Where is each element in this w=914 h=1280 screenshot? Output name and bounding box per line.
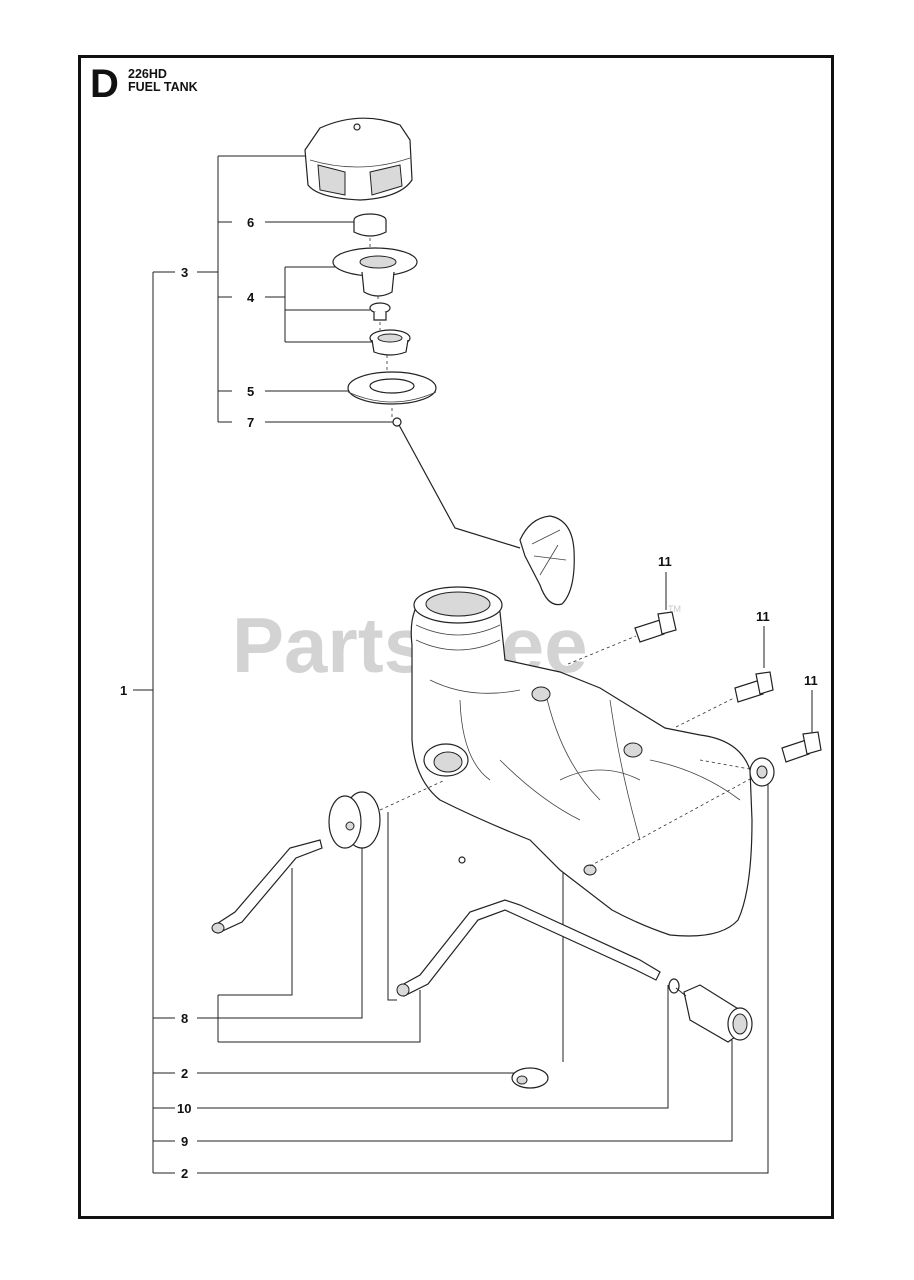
vent-valve-assembly [332, 247, 418, 356]
callout-10: 10 [177, 1101, 191, 1116]
watermark-trademark: TM [668, 604, 681, 614]
callout-5: 5 [247, 384, 254, 399]
callout-7: 7 [247, 415, 254, 430]
diagram-title: 226HD FUEL TANK [128, 68, 198, 94]
callout-9: 9 [181, 1134, 188, 1149]
hose-clip [668, 978, 680, 994]
section-letter: D [90, 62, 119, 106]
leader-lines [133, 155, 813, 1174]
callout-1: 1 [120, 683, 127, 698]
callout-4: 4 [247, 290, 255, 305]
washer-bottom [511, 1067, 549, 1089]
callout-6: 6 [247, 215, 254, 230]
tank-bolts [567, 611, 822, 771]
callout-2-grommet: 2 [181, 1166, 188, 1181]
fuel-cap [304, 117, 413, 201]
fuel-filter [675, 984, 753, 1043]
fuel-hose-right [396, 899, 661, 997]
fuel-line-grommet [328, 779, 446, 849]
callout-numbers: 1 3 6 4 5 7 8 2 10 9 2 11 11 11 [120, 215, 818, 1181]
cap-gasket [347, 371, 437, 405]
diagram-frame [78, 55, 834, 1219]
callout-11-b: 11 [756, 609, 770, 624]
callout-11-a: 11 [658, 554, 672, 569]
fuel-tank [410, 586, 753, 937]
model-name: 226HD [128, 67, 167, 81]
cap-strap [392, 417, 575, 606]
callout-8: 8 [181, 1011, 188, 1026]
cap-retainer [353, 213, 387, 237]
fuel-hose-left [211, 839, 323, 934]
assembly-name: FUEL TANK [128, 80, 198, 94]
grommet-right [749, 757, 775, 787]
callout-11-c: 11 [804, 673, 818, 688]
callout-2-washer: 2 [181, 1066, 188, 1081]
callout-3: 3 [181, 265, 188, 280]
